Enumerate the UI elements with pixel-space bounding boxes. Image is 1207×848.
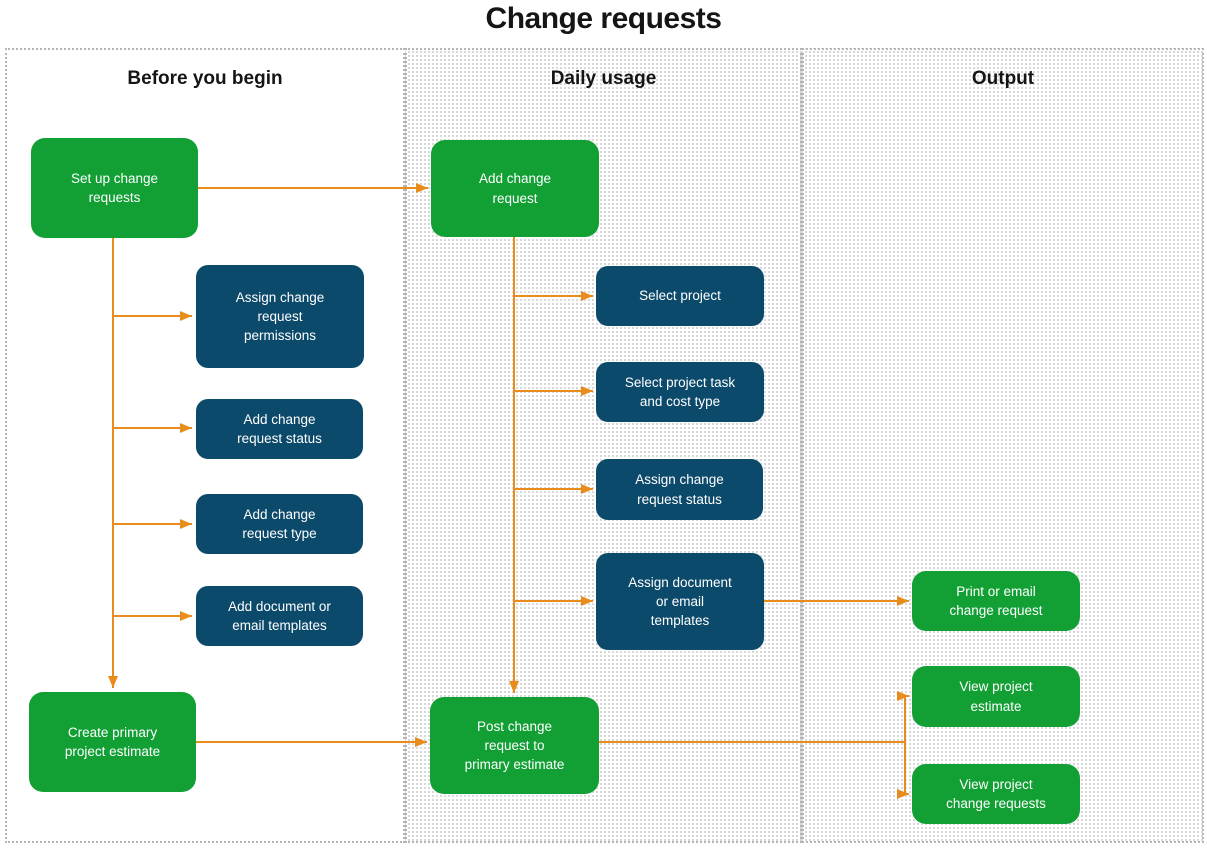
diagram-title: Change requests [485,2,722,35]
node-label: Assign document or email templates [628,574,732,629]
node-select-project-task-and-cost-type: Select project task and cost type [596,362,764,422]
node-assign-document-or-email-templates: Assign document or email templates [596,553,764,650]
node-add-change-request-status: Add change request status [196,399,363,459]
node-label: View project change requests [946,776,1046,811]
node-assign-change-request-status-daily: Assign change request status [596,459,763,520]
node-add-document-or-email-templates: Add document or email templates [196,586,363,646]
column-header: Before you begin [127,68,283,89]
node-post-change-request-to-primary-estimate: Post change request to primary estimate [430,697,599,794]
node-view-project-change-requests: View project change requests [912,764,1080,824]
node-label: Add change request type [242,506,317,541]
node-label: Print or email change request [949,583,1043,618]
node-label: Set up change requests [70,170,159,205]
node-select-project: Select project [596,266,764,326]
node-label: Post change request to primary estimate [464,718,565,773]
column-output: Output [802,48,1204,843]
node-assign-change-request-permissions: Assign change request permissions [196,265,364,368]
node-add-change-request: Add change request [431,140,599,237]
node-add-change-request-type: Add change request type [196,494,363,554]
node-label: View project estimate [959,679,1033,714]
node-label: Select project [639,288,721,304]
column-header: Output [971,68,1035,89]
node-label: Add change request [478,171,552,206]
node-label: Add change request status [237,411,322,446]
node-set-up-change-requests: Set up change requests [31,138,198,238]
node-label: Assign change request permissions [235,289,325,344]
column-header: Daily usage [550,68,657,89]
node-label: Assign change request status [635,472,724,507]
node-label: Add document or email templates [228,598,331,633]
node-view-project-estimate: View project estimate [912,666,1080,727]
node-create-primary-project-estimate: Create primary project estimate [29,692,196,792]
node-print-or-email-change-request: Print or email change request [912,571,1080,631]
node-label: Select project task and cost type [624,374,736,409]
node-label: Create primary project estimate [64,724,161,759]
